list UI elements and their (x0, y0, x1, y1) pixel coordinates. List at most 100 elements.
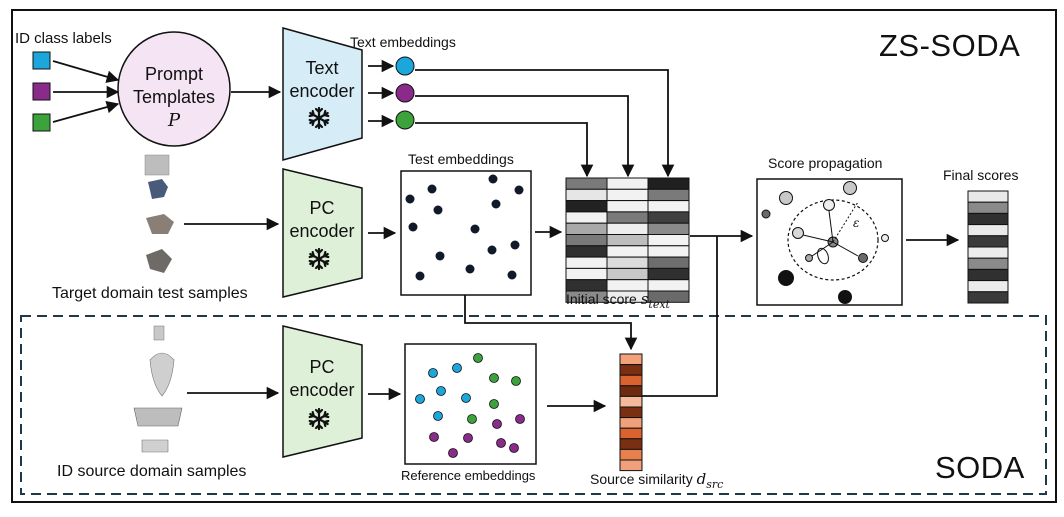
text-embedding-blue (395, 56, 415, 76)
arrow-label-to-prompt-1 (52, 60, 120, 83)
initial-score-cell (565, 222, 608, 235)
source-sample-vase (149, 352, 175, 397)
target-sample-2 (148, 179, 168, 199)
initial-score-cell (606, 234, 649, 247)
initial-score-cell (647, 222, 690, 235)
pc-target-line1: PC (309, 198, 335, 218)
zs-soda-title: ZS-SODA (879, 28, 1021, 63)
source-similarity-text: Source similarity (590, 471, 693, 487)
target-samples-caption: Target domain test samples (52, 285, 248, 302)
initial-score-cell (606, 267, 649, 281)
initial-score-subscript: text (648, 297, 670, 311)
text-encoder (282, 27, 363, 161)
source-sample-bed (141, 439, 169, 453)
connector-text-emb-blue (415, 69, 675, 178)
text-encoder-line1: Text (305, 58, 339, 78)
initial-score-cell (606, 177, 649, 190)
initial-score-cell (565, 234, 608, 247)
source-similarity-cell (619, 448, 643, 461)
source-samples-caption: ID source domain samples (57, 463, 247, 480)
initial-score-cell (606, 188, 649, 202)
final-score-cell (967, 280, 1009, 293)
initial-score-cell (606, 245, 649, 258)
propagation-nodes (761, 181, 889, 304)
source-sample-thumbnails (133, 325, 183, 453)
initial-score-cell (565, 211, 608, 224)
pc-encoder-target-label: PC encoder (283, 197, 361, 243)
soda-region (20, 315, 1047, 495)
pc-encoder-source-label: PC encoder (283, 356, 361, 402)
initial-score-cell (565, 267, 608, 281)
initial-score-matrix (565, 177, 690, 303)
class-label-purple (32, 82, 51, 101)
id-class-labels-caption: ID class labels (15, 30, 112, 47)
final-score-cell (967, 257, 1009, 270)
test-embeddings-caption: Test embeddings (408, 151, 514, 167)
final-score-cell (967, 268, 1009, 282)
target-sample-3 (146, 214, 174, 234)
prompt-line2: Templates (132, 87, 216, 107)
pc-target-line2: encoder (289, 221, 355, 241)
initial-score-cell (565, 245, 608, 258)
initial-score-cell (606, 211, 649, 224)
target-sample-1 (144, 154, 170, 176)
source-similarity-column (619, 353, 643, 472)
initial-score-cell (565, 256, 608, 269)
score-propagation-caption: Score propagation (768, 155, 883, 171)
text-encoder-line2: encoder (289, 81, 355, 101)
prompt-templates-label: Prompt Templates P (118, 63, 230, 132)
source-similarity-subscript: src (706, 477, 724, 491)
initial-score-cell (647, 200, 690, 213)
prompt-line1: Prompt (144, 64, 204, 84)
pc-source-line2: encoder (289, 380, 355, 400)
final-score-cell (967, 235, 1009, 248)
propagation-edges (802, 201, 859, 265)
source-similarity-cell (619, 353, 643, 366)
propagation-neighborhood (787, 199, 879, 281)
pc-encoder-source (282, 325, 363, 458)
text-embeddings-caption: Text embeddings (350, 34, 456, 50)
source-sample-lamp (153, 325, 165, 341)
connector-text-emb-purple (415, 95, 635, 178)
target-sample-thumbnails (144, 154, 174, 273)
initial-score-cell (647, 177, 690, 190)
final-score-cell (967, 246, 1009, 259)
pc-source-line1: PC (309, 357, 335, 377)
source-similarity-cell (619, 364, 643, 376)
arrow-label-to-prompt-3 (52, 100, 120, 123)
prompt-templates-node (117, 31, 231, 147)
initial-score-cell (647, 234, 690, 247)
prompt-symbol: P (167, 110, 181, 131)
initial-score-cell (647, 188, 690, 202)
final-score-cell (967, 201, 1009, 214)
final-scores-caption: Final scores (943, 167, 1019, 183)
initial-score-cell (606, 222, 649, 235)
source-similarity-cell (619, 417, 643, 429)
initial-score-cell (647, 245, 690, 258)
initial-score-cell (647, 256, 690, 269)
final-score-cell (967, 291, 1009, 304)
initial-score-cell (565, 200, 608, 213)
source-sample-bathtub (133, 407, 183, 427)
initial-score-cell (647, 267, 690, 281)
connector-test-to-source-similarity (464, 295, 638, 351)
source-similarity-cell (619, 374, 643, 387)
connector-source-similarity-up (642, 236, 718, 397)
epsilon-label: ε (853, 216, 860, 230)
source-similarity-cell (619, 438, 643, 450)
pc-encoder-target (282, 168, 363, 298)
initial-score-cell (565, 188, 608, 202)
reference-embedding-points (415, 353, 525, 458)
text-embedding-purple (395, 83, 415, 103)
final-score-cell (967, 212, 1009, 226)
source-similarity-cell (619, 459, 643, 472)
class-label-blue (32, 51, 51, 70)
source-similarity-cell (619, 427, 643, 440)
initial-score-text: Initial score (566, 291, 637, 307)
soda-title: SODA (935, 450, 1025, 485)
final-score-cell (967, 190, 1009, 203)
final-scores-column (967, 190, 1009, 304)
final-score-cell (967, 224, 1009, 237)
